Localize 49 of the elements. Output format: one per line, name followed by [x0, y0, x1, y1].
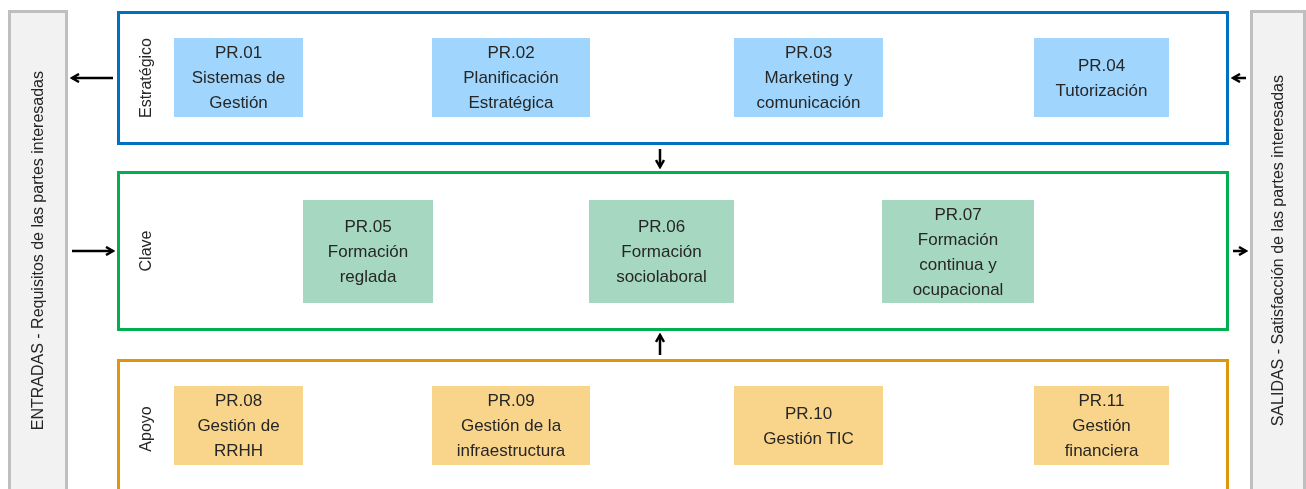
- process-name: Gestión financiera: [1063, 415, 1140, 462]
- side-panel: [1250, 10, 1306, 489]
- group-label: Clave: [137, 230, 155, 272]
- side-panel: [8, 10, 68, 489]
- panel-title: SALIDAS - Satisfacción de las partes interesadas: [1269, 75, 1287, 427]
- process-box: [1034, 38, 1169, 117]
- group-label: Estratégico: [137, 38, 155, 118]
- process-code: PR.04: [1077, 54, 1126, 77]
- process-code: PR.02: [487, 42, 535, 64]
- process-group-band: [117, 171, 1229, 331]
- process-name: Sistemas de Gestión: [190, 67, 287, 114]
- process-code: PR.05: [344, 216, 392, 238]
- process-box: [1034, 386, 1169, 465]
- process-name: Planificación Estratégica: [462, 67, 560, 114]
- process-box: [174, 38, 303, 117]
- arrow: [654, 149, 666, 169]
- arrow: [654, 333, 666, 355]
- process-name: Marketing y comunicación: [755, 67, 862, 114]
- process-box: [432, 386, 590, 465]
- process-code: PR.10: [784, 402, 833, 425]
- process-box: [589, 200, 734, 303]
- process-box: [882, 200, 1034, 303]
- process-name: Formación reglada: [326, 241, 410, 288]
- process-name: Gestión de RRHH: [196, 415, 281, 462]
- process-code: PR.11: [1078, 390, 1125, 412]
- process-code: PR.08: [214, 390, 263, 412]
- process-code: PR.03: [784, 42, 833, 64]
- panel-title: ENTRADAS - Requisitos de las partes interesadas: [29, 71, 47, 431]
- arrow: [1233, 245, 1248, 257]
- process-name: Formación sociolaboral: [615, 241, 708, 288]
- process-code: PR.06: [637, 216, 686, 238]
- arrow: [70, 72, 113, 84]
- process-group-band: [117, 11, 1229, 145]
- arrow: [72, 245, 115, 257]
- process-name: Gestión de la infraestructura: [455, 415, 567, 462]
- process-box: [734, 38, 883, 117]
- process-box: [303, 200, 433, 303]
- process-code: PR.01: [214, 42, 263, 64]
- process-name: Tutorización: [1055, 79, 1148, 102]
- process-code: PR.07: [934, 203, 982, 226]
- process-box: [734, 386, 883, 465]
- process-name: Gestión TIC: [763, 427, 854, 450]
- process-code: PR.09: [487, 390, 535, 412]
- group-label: Apoyo: [137, 406, 155, 452]
- process-box: [432, 38, 590, 117]
- process-group-band: [117, 359, 1229, 489]
- process-box: [174, 386, 303, 465]
- process-name: Formación continua y ocupacional: [911, 228, 1005, 301]
- arrow: [1231, 72, 1246, 84]
